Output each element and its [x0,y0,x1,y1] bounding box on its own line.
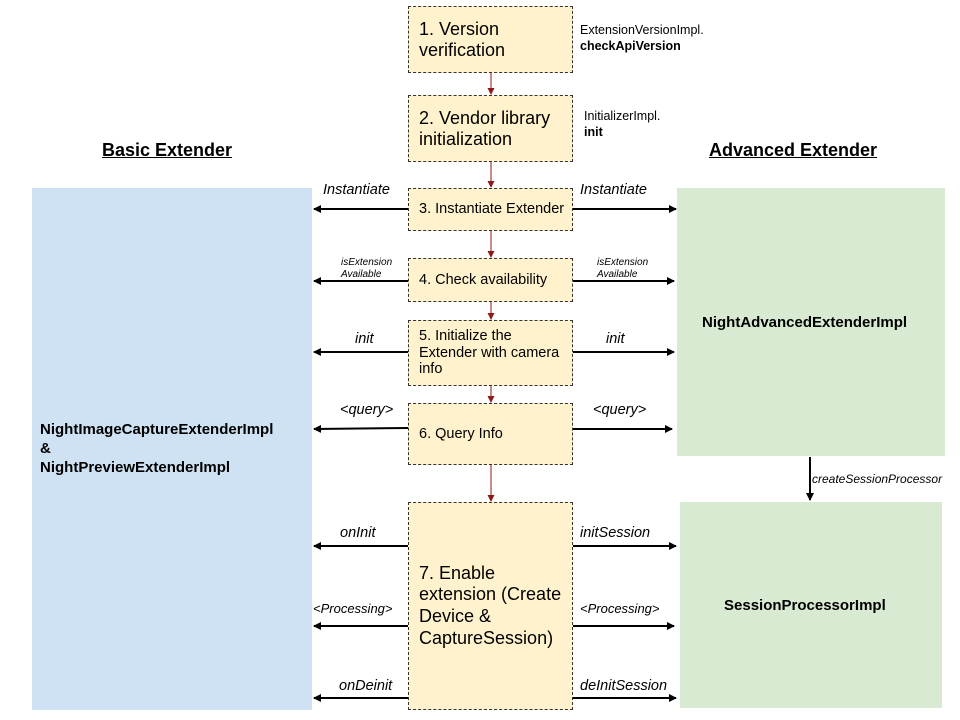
advanced-extender-heading: Advanced Extender [709,140,878,160]
step-label: 6. Query Info [419,425,503,442]
availability-right-label: isExtension Available [597,257,648,280]
step-enable-extension: 7. Enable extension (Create Device & Cap… [408,502,573,710]
query-left-label: <query> [340,402,394,418]
session-processor-panel [680,502,942,708]
step-version-verification: 1. Version verification [408,6,573,73]
step-label: 3. Instantiate Extender [419,201,565,218]
init-right-label: init [606,331,625,347]
basic-extender-classes: NightImageCaptureExtenderImpl & NightPre… [40,421,273,477]
processing-left-label: <Processing> [313,601,393,616]
init-api-method: init [584,125,603,140]
step-check-availability: 4. Check availability [408,258,573,302]
processing-right-label: <Processing> [580,601,660,616]
init-api-class: InitializerImpl. [584,109,661,123]
step-instantiate-extender: 3. Instantiate Extender [408,188,573,231]
on-init-label: onInit [340,525,376,541]
init-session-label: initSession [580,525,651,541]
availability-left-label-2: Available [341,268,382,280]
advanced-extender-panel [677,188,945,456]
step-label: 5. Initialize the Extender with camera i… [419,327,560,378]
basic-extender-panel [32,188,312,710]
version-api-class: ExtensionVersionImpl. [580,23,704,37]
step-initialize-extender: 5. Initialize the Extender with camera i… [408,320,573,386]
step-vendor-library-init: 2. Vendor library initialization [408,95,573,162]
basic-class-line-3: NightPreviewExtenderImpl [40,458,231,476]
step-label: 7. Enable extension (Create Device & Cap… [419,562,562,648]
availability-left-label: isExtension Available [341,257,392,280]
availability-right-label-2: Available [597,268,638,280]
step-label: 4. Check availability [419,271,548,288]
basic-extender-heading: Basic Extender [102,140,233,160]
create-session-label: createSessionProcessor [812,472,943,486]
availability-left-label-1: isExtension [341,257,393,268]
instantiate-right-label: Instantiate [580,182,647,198]
instantiate-left-label: Instantiate [323,182,390,198]
version-api-note: ExtensionVersionImpl. checkApiVersion [580,22,704,55]
basic-class-line-2: & [40,439,51,457]
availability-right-label-1: isExtension [597,257,649,268]
on-deinit-label: onDeinit [339,678,393,694]
advanced-extender-class: NightAdvancedExtenderImpl [702,314,908,331]
step-query-info: 6. Query Info [408,403,573,465]
deinit-session-label: deInitSession [580,678,668,694]
session-processor-class: SessionProcessorImpl [724,597,886,614]
init-left-label: init [355,331,374,347]
query-left-arrow [313,424,409,433]
step-label: 2. Vendor library initialization [419,107,551,149]
version-api-method: checkApiVersion [580,39,681,54]
basic-class-line-1: NightImageCaptureExtenderImpl [40,421,274,438]
step-label: 1. Version verification [419,18,506,60]
init-api-note: InitializerImpl. init [584,108,660,141]
query-right-label: <query> [593,402,647,418]
